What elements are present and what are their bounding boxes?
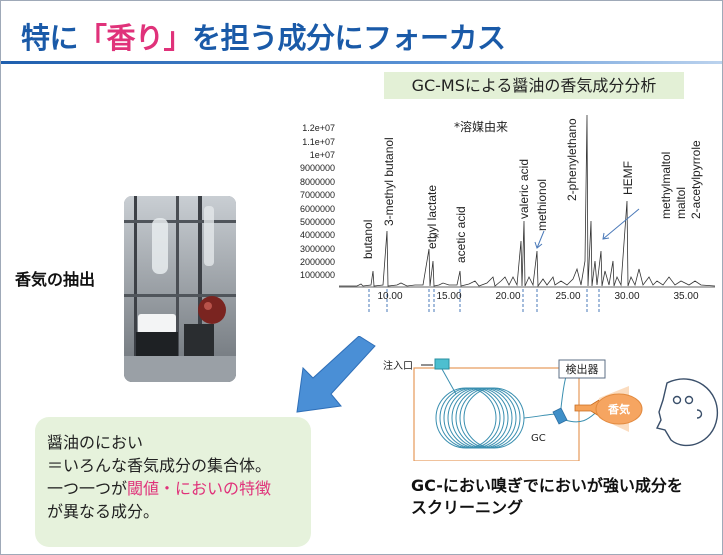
y-tick: 9000000 bbox=[300, 163, 335, 173]
flow-arrow bbox=[296, 336, 376, 413]
screening-line1: GC-におい嗅ぎでにおいが強い成分を bbox=[411, 476, 683, 495]
peak-label-valeric-acid: valeric acid bbox=[517, 159, 531, 219]
y-tick: 7000000 bbox=[300, 190, 335, 200]
column-coil bbox=[455, 387, 517, 449]
face-icon bbox=[655, 378, 718, 447]
pointer-arrowhead bbox=[602, 232, 610, 240]
y-tick: 3000000 bbox=[300, 244, 335, 254]
asterisk-mark: * bbox=[433, 231, 439, 245]
splitter-icon bbox=[552, 407, 568, 425]
extraction-label: 香気の抽出 bbox=[15, 270, 96, 289]
peak-label-2-phenylethano: 2-phenylethano bbox=[565, 118, 579, 201]
peak-label-methylmaltol: methylmaltol bbox=[659, 152, 673, 219]
y-tick: 1e+07 bbox=[310, 150, 335, 160]
y-tick: 2000000 bbox=[300, 257, 335, 267]
detector-label: 検出器 bbox=[566, 362, 599, 376]
title-highlight: 「香り」 bbox=[78, 21, 193, 55]
column-coil bbox=[459, 387, 521, 449]
y-tick: 8000000 bbox=[300, 177, 335, 187]
x-tick: 20.00 bbox=[495, 291, 520, 302]
y-tick: 1000000 bbox=[300, 270, 335, 280]
y-tick: 6000000 bbox=[300, 204, 335, 214]
column-coil bbox=[439, 387, 501, 449]
chromatogram: 1.2e+07 1.1e+07 1e+07 9000000 8000000 70… bbox=[300, 114, 716, 313]
x-tick: 10.00 bbox=[377, 291, 402, 302]
gc-oven-box bbox=[413, 367, 580, 461]
column-coil bbox=[443, 387, 505, 449]
note-line1: 醤油のにおい bbox=[47, 433, 144, 452]
column-coil bbox=[451, 387, 513, 449]
gcms-label: GC-MSによる醤油の香気成分分析 bbox=[384, 72, 684, 99]
title-part1: 特に bbox=[21, 21, 79, 55]
peak-label-ethyl-lactate: ethyl lactate bbox=[425, 185, 439, 249]
note-box: 醤油のにおい ＝いろんな香気成分の集合体。 一つ一つが閾値・においの特徴 が異な… bbox=[35, 417, 311, 547]
y-tick: 1.1e+07 bbox=[302, 137, 335, 147]
y-tick: 5000000 bbox=[300, 217, 335, 227]
peak-label-methionol: methionol bbox=[535, 179, 549, 231]
peak-label-maltol: maltol bbox=[674, 187, 688, 219]
column-coil bbox=[435, 387, 497, 449]
column-coil bbox=[447, 387, 509, 449]
peak-label-2-acetylpyrrole: 2-acetylpyrrole bbox=[689, 140, 703, 219]
detector-box bbox=[558, 359, 606, 379]
note-line3a: 一つ一つが bbox=[47, 479, 128, 498]
column-out-tube bbox=[523, 413, 558, 419]
pointer-arrow-methionol bbox=[536, 230, 545, 249]
peak-label-butanol: butanol bbox=[361, 220, 375, 259]
note-line2: ＝いろんな香気成分の集合体。 bbox=[47, 456, 272, 475]
inlet-tube bbox=[441, 368, 457, 395]
note-line3: 一つ一つが閾値・においの特徴 bbox=[47, 477, 311, 500]
lab-apparatus-photo bbox=[124, 196, 236, 382]
detector-tube bbox=[560, 373, 568, 409]
note-line3-highlight: 閾値・においの特徴 bbox=[127, 479, 272, 498]
peak-label-hemf: HEMF bbox=[621, 161, 635, 195]
pointer-arrowhead bbox=[534, 241, 543, 249]
aroma-label: 香気 bbox=[607, 402, 630, 416]
x-tick: 15.00 bbox=[436, 291, 461, 302]
solvent-note: *溶媒由来 bbox=[454, 119, 508, 134]
screening-line2: スクリーニング bbox=[411, 498, 524, 517]
aroma-cloud-icon bbox=[595, 393, 643, 425]
peak-label-acetic-acid: acetic acid bbox=[454, 206, 468, 263]
screening-caption: GC-におい嗅ぎでにおいが強い成分を スクリーニング bbox=[411, 475, 683, 519]
slide-title: 特に「香り」を担う成分にフォーカス bbox=[21, 15, 506, 57]
x-tick: 25.00 bbox=[555, 291, 580, 302]
title-underline bbox=[1, 61, 722, 64]
pointer-arrow-hemf bbox=[602, 208, 640, 240]
x-tick: 35.00 bbox=[673, 291, 698, 302]
trace bbox=[339, 114, 716, 288]
title-part2: を担う成分にフォーカス bbox=[192, 21, 506, 55]
inlet-port bbox=[434, 358, 450, 370]
y-tick: 4000000 bbox=[300, 230, 335, 240]
x-tick: 30.00 bbox=[614, 291, 639, 302]
gc-olfactometry-diagram: 注入口 GC 検出器 香気 bbox=[383, 358, 718, 461]
gc-label: GC bbox=[531, 433, 546, 444]
note-line4: が異なる成分。 bbox=[47, 502, 160, 521]
y-tick: 1.2e+07 bbox=[302, 123, 335, 133]
column-coil bbox=[463, 387, 525, 449]
inlet-label: 注入口 bbox=[383, 359, 413, 372]
peak-label-3-methyl-butanol: 3-methyl butanol bbox=[382, 137, 396, 226]
